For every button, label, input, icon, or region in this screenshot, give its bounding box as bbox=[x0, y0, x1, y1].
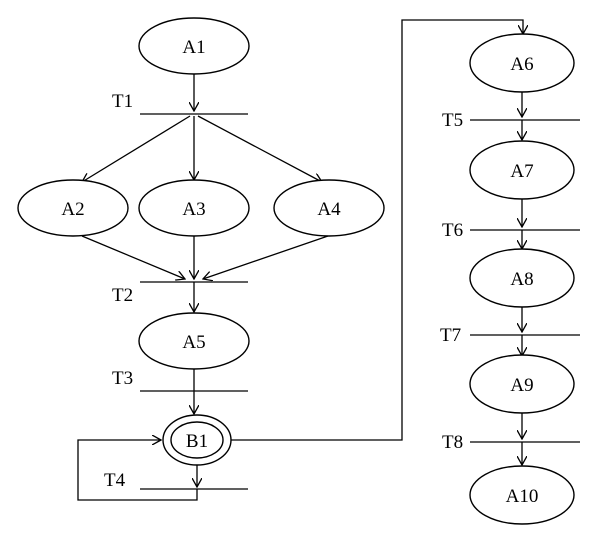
place-A7: A7 bbox=[469, 140, 575, 200]
place-label: A1 bbox=[182, 37, 205, 58]
place-A4: A4 bbox=[273, 179, 385, 237]
arc-A4-T2 bbox=[203, 235, 329, 279]
arc-A2-T2 bbox=[81, 235, 185, 279]
place-A8: A8 bbox=[469, 248, 575, 308]
place-B1: B1 bbox=[162, 414, 232, 466]
place-label: A10 bbox=[506, 486, 539, 507]
place-A6: A6 bbox=[469, 33, 575, 93]
place-label: A3 bbox=[182, 199, 205, 220]
transition-T2-label: T2 bbox=[112, 285, 133, 306]
arc-T1-A4 bbox=[197, 115, 322, 182]
transition-T1-label: T1 bbox=[112, 91, 133, 112]
arc-B1-A6 bbox=[231, 19, 523, 441]
place-A10: A10 bbox=[469, 465, 575, 525]
place-label: A9 bbox=[510, 375, 533, 396]
place-label: A2 bbox=[61, 199, 84, 220]
place-label: B1 bbox=[186, 431, 208, 452]
place-A3: A3 bbox=[138, 179, 250, 237]
place-label: A5 bbox=[182, 332, 205, 353]
place-A9: A9 bbox=[469, 354, 575, 414]
place-A2: A2 bbox=[17, 179, 129, 237]
arc-T1-A2 bbox=[82, 115, 191, 182]
place-label: A4 bbox=[317, 199, 341, 220]
place-A1: A1 bbox=[138, 17, 250, 75]
transition-T7-label: T7 bbox=[440, 325, 461, 346]
transition-T4-label: T4 bbox=[104, 470, 126, 491]
arc-T4-B1-loop bbox=[77, 440, 198, 501]
place-A5: A5 bbox=[138, 312, 250, 370]
transition-T8-label: T8 bbox=[442, 432, 463, 453]
transition-T6-label: T6 bbox=[442, 220, 463, 241]
place-label: A8 bbox=[510, 269, 533, 290]
place-label: A6 bbox=[510, 54, 533, 75]
place-label: A7 bbox=[510, 161, 533, 182]
transition-T5-label: T5 bbox=[442, 110, 463, 131]
transition-T3-label: T3 bbox=[112, 368, 133, 389]
